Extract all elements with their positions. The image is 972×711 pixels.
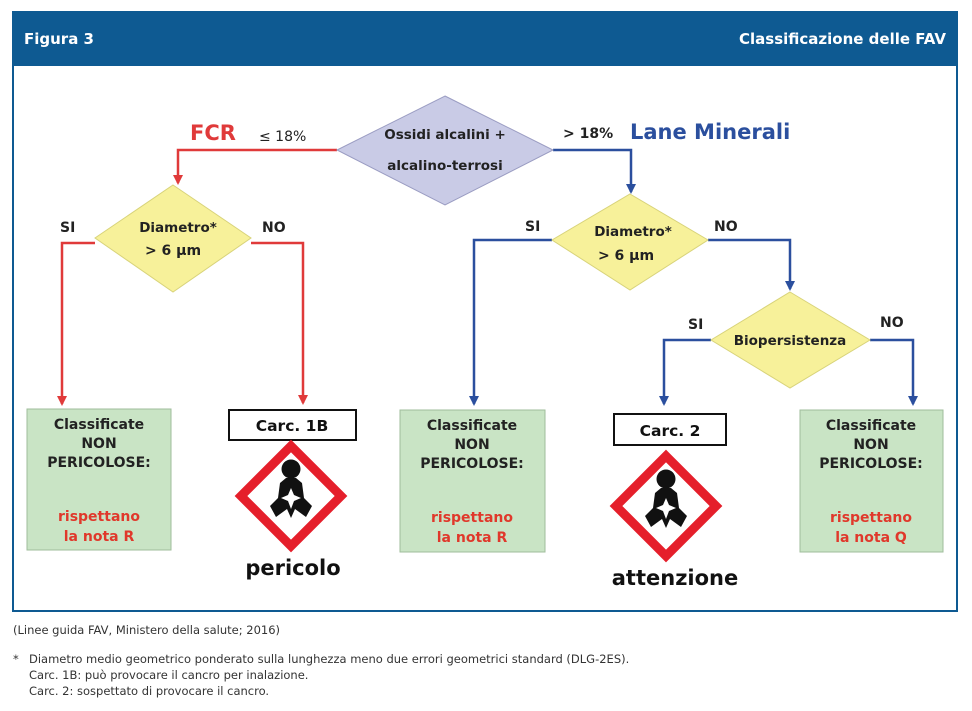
- root-diamond: [335, 95, 555, 206]
- lane-no-label: NO: [714, 219, 738, 235]
- lane-label: Lane Minerali: [630, 120, 790, 144]
- outcome-lane-line2: NON: [454, 437, 489, 453]
- outcome-box-bio-bg: [799, 409, 944, 553]
- classification-flowchart: Ossidi alcalini + alcalino-terrosi FCR ≤…: [26, 95, 944, 590]
- arrow-root-to-lane: [553, 148, 636, 194]
- arrow-lane-no: [708, 238, 795, 291]
- outcome-bio-line2: NON: [853, 437, 888, 453]
- source-citation: (Linee guida FAV, Ministero della salute…: [13, 623, 281, 637]
- outcome-lane-note2: la nota R: [437, 530, 508, 546]
- fcr-no-label: NO: [262, 220, 286, 236]
- figure-label: Figura 3: [24, 30, 94, 48]
- fcr-diameter-diamond: [94, 184, 252, 293]
- footnote-line: Carc. 1B: può provocare il cancro per in…: [29, 668, 309, 682]
- footnote-line: Diametro medio geometrico ponderato sull…: [29, 652, 630, 666]
- figure-title: Classificazione delle FAV: [739, 30, 946, 48]
- lane-condition: > 18%: [563, 126, 613, 142]
- fcr-si-label: SI: [60, 220, 75, 236]
- carc1b-outcome: Carc. 1B pericolo: [228, 409, 357, 580]
- outcome-fcr-note2: la nota R: [64, 529, 135, 545]
- outcome-box-fcr-bg: [26, 408, 172, 551]
- outcome-box-fcr: Classificate NON PERICOLOSE: rispettano …: [26, 408, 172, 551]
- bio-no-label: NO: [880, 315, 904, 331]
- carc1b-label: Carc. 1B: [256, 417, 329, 435]
- outcome-lane-line3: PERICOLOSE:: [420, 456, 524, 472]
- figure-footer: (Linee guida FAV, Ministero della salute…: [13, 622, 953, 699]
- carc2-box: [613, 413, 727, 446]
- fcr-diameter-line2: > 6 μm: [145, 243, 201, 259]
- fcr-condition: ≤ 18%: [259, 129, 306, 145]
- biopersistence-diamond: [710, 291, 871, 389]
- arrow-bio-no: [870, 338, 918, 406]
- fcr-diameter-decision: Diametro* > 6 μm: [94, 184, 252, 293]
- blue-arrows: [469, 148, 918, 406]
- arrow-root-to-fcr-diameter: [173, 148, 337, 185]
- outcome-bio-line1: Classificate: [826, 418, 916, 434]
- figure-header: Figura 3 Classificazione delle FAV: [14, 13, 956, 66]
- footnote-line: Carc. 2: sospettato di provocare il canc…: [29, 684, 270, 698]
- warning-signal-word: attenzione: [612, 566, 738, 590]
- health-hazard-pictogram-icon: [234, 439, 348, 553]
- lane-diameter-line1: Diametro*: [594, 224, 672, 240]
- outcome-bio-line3: PERICOLOSE:: [819, 456, 923, 472]
- red-arrows: [57, 148, 337, 406]
- footnote: * Diametro medio geometrico ponderato su…: [13, 651, 953, 699]
- outcome-lane-line1: Classificate: [427, 418, 517, 434]
- fcr-label: FCR: [190, 121, 236, 145]
- footnote-asterisk: *: [13, 652, 19, 666]
- lane-diameter-diamond: [551, 193, 709, 291]
- arrow-fcr-no: [251, 241, 308, 405]
- outcome-bio-note1: rispettano: [830, 510, 912, 526]
- outcome-fcr-line2: NON: [81, 436, 116, 452]
- outcome-fcr-note1: rispettano: [58, 509, 140, 525]
- lane-diameter-line2: > 6 μm: [598, 248, 654, 264]
- biopersistence-label: Biopersistenza: [734, 333, 847, 349]
- outcome-box-lane: Classificate NON PERICOLOSE: rispettano …: [399, 409, 546, 553]
- arrow-lane-si: [469, 238, 552, 406]
- outcome-fcr-line3: PERICOLOSE:: [47, 455, 151, 471]
- root-line2: alcalino-terrosi: [387, 158, 502, 174]
- carc2-outcome: Carc. 2 attenzione: [609, 413, 738, 590]
- biopersistence-decision: Biopersistenza: [710, 291, 871, 389]
- outcome-fcr-line1: Classificate: [54, 417, 144, 433]
- danger-signal-word: pericolo: [245, 556, 340, 580]
- fcr-diameter-line1: Diametro*: [139, 220, 217, 236]
- lane-diameter-decision: Diametro* > 6 μm: [551, 193, 709, 291]
- arrow-bio-si: [659, 338, 711, 406]
- carc1b-box: [228, 409, 357, 441]
- health-hazard-pictogram-icon: [609, 449, 723, 563]
- outcome-box-bio: Classificate NON PERICOLOSE: rispettano …: [799, 409, 944, 553]
- outcome-box-lane-bg: [399, 409, 546, 553]
- outcome-lane-note1: rispettano: [431, 510, 513, 526]
- outcome-bio-note2: la nota Q: [835, 530, 907, 546]
- lane-si-label: SI: [525, 219, 540, 235]
- bio-si-label: SI: [688, 317, 703, 333]
- root-decision: Ossidi alcalini + alcalino-terrosi: [335, 95, 555, 206]
- arrow-fcr-si: [57, 241, 95, 406]
- carc2-label: Carc. 2: [640, 422, 701, 440]
- root-line1: Ossidi alcalini +: [384, 127, 506, 143]
